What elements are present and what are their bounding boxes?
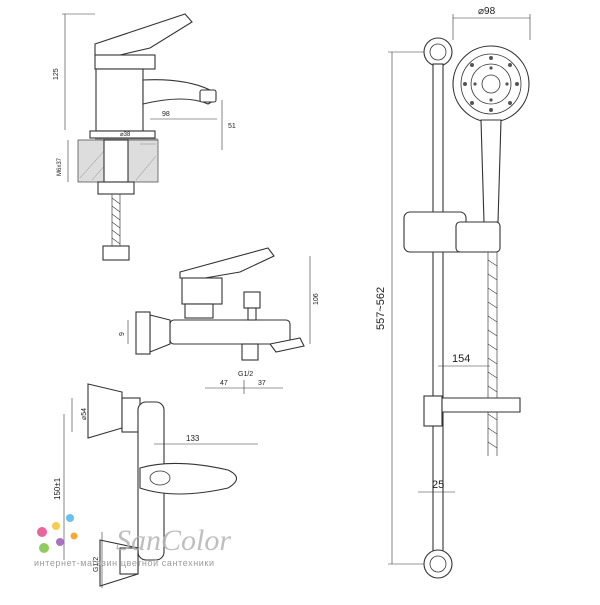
brand-logo: SanColor (116, 524, 231, 557)
dim-basin-drop: 51 (228, 123, 236, 130)
dim-bath-spout-low: 9 (119, 332, 126, 336)
dim-bath-reach: 133 (186, 434, 200, 443)
dim-bath-inlet: G1/2 (93, 557, 100, 572)
sancolor-watermark: SanColor интернет-магазин цветной сантех… (34, 514, 231, 568)
dim-basin-mount: M6x37 (57, 157, 63, 176)
dim-basin-height: 125 (53, 68, 60, 80)
bath-mixer-top-drawing: ⌀54 133 150±1 G1/2 (53, 383, 258, 588)
dim-bath-center: 150±1 (53, 477, 62, 500)
dim-basin-reach: 98 (162, 111, 170, 118)
dim-bath-thread: G1/2 (238, 371, 253, 378)
dim-rail-offset: 25 (432, 479, 444, 491)
dim-bath-height: 106 (313, 293, 320, 305)
dim-shower-reach: 154 (452, 353, 470, 365)
bath-mixer-side-drawing: 106 9 47 37 G1/2 (119, 247, 320, 394)
dim-rail-length: 557~562 (375, 287, 387, 330)
dim-bath-front-dia: ⌀54 (81, 408, 88, 420)
dim-bath-conn-2: 37 (258, 380, 266, 387)
brand-dots (37, 514, 78, 553)
dim-bath-conn-1: 47 (220, 380, 228, 387)
dim-shower-head: ⌀98 (478, 6, 496, 17)
basin-faucet-drawing: 125 98 51 ⌀38 M6x37 (53, 13, 236, 261)
shower-rail-drawing: ⌀98 557~562 154 25 (375, 6, 531, 579)
dim-basin-base: ⌀38 (120, 132, 131, 138)
brand-tagline: интернет-магазин цветной сантехники (34, 558, 215, 568)
